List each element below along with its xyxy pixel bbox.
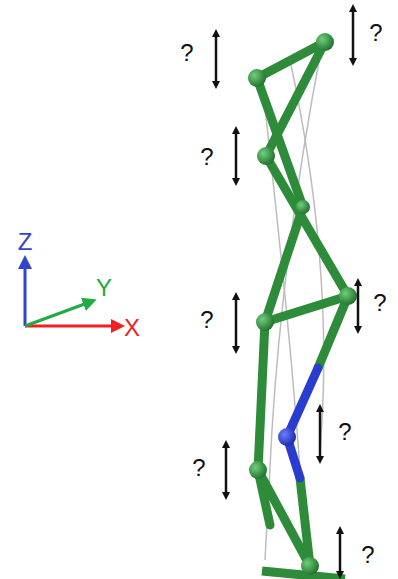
unknown-mark: ? [200, 145, 213, 169]
joint-spheres [248, 33, 357, 575]
displacement-arrows [216, 8, 358, 575]
unknown-mark: ? [192, 456, 205, 480]
unknown-mark: ? [369, 21, 382, 45]
axis-label: X [124, 316, 140, 340]
unknown-mark: ? [373, 291, 386, 315]
unknown-mark: ? [338, 420, 351, 444]
unknown-mark: ? [200, 308, 213, 332]
unknown-mark: ? [180, 41, 193, 65]
unknown-mark: ? [361, 543, 374, 567]
highlighted-bond [287, 368, 318, 478]
axis-label: Y [96, 276, 112, 300]
axis-label: Z [18, 230, 33, 254]
axis-triad [25, 262, 118, 326]
strut-bonds [257, 42, 348, 566]
